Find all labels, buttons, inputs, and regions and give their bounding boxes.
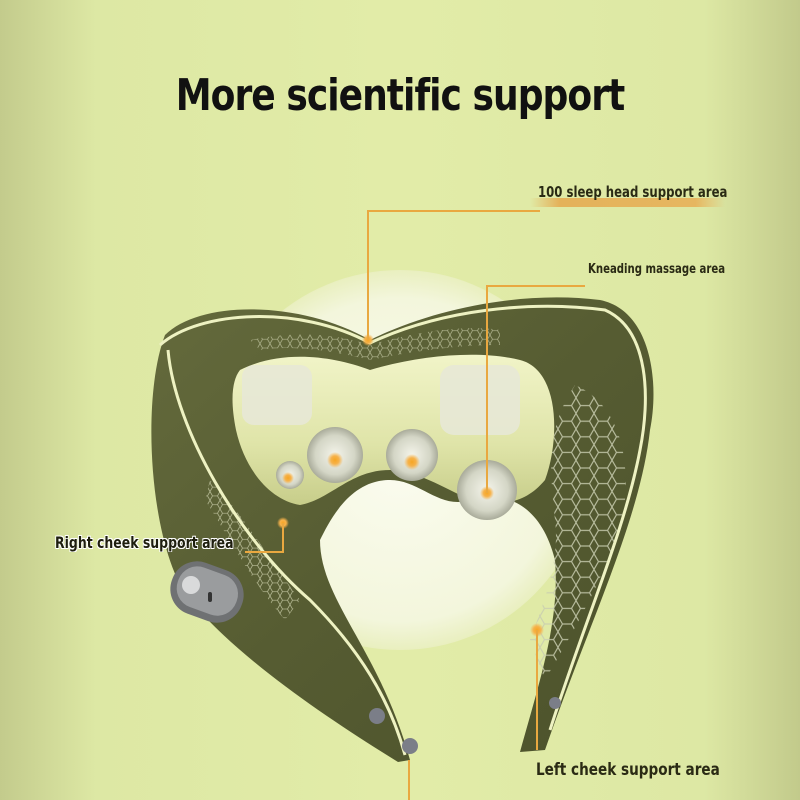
page-title: More scientific support bbox=[175, 70, 626, 121]
callout-kneading: Kneading massage area bbox=[588, 262, 726, 277]
massage-node-icon bbox=[282, 472, 294, 484]
callout-left-cheek: Left cheek support area bbox=[536, 760, 720, 780]
massage-motor-left bbox=[242, 365, 363, 489]
hex-mesh-right bbox=[530, 385, 626, 680]
hex-mesh-top bbox=[250, 328, 500, 360]
massage-node-icon bbox=[404, 454, 420, 470]
callout-lines bbox=[245, 210, 585, 800]
callout-right-cheek: Right cheek support area bbox=[55, 533, 234, 552]
snap-button bbox=[369, 708, 385, 724]
power-button-icon[interactable] bbox=[163, 554, 251, 630]
callout-highlight-bar bbox=[530, 198, 725, 207]
callout-head-support: 100 sleep head support area bbox=[538, 183, 728, 201]
pillow-trim-left bbox=[166, 349, 407, 756]
snap-button bbox=[402, 738, 418, 754]
snap-button bbox=[549, 697, 561, 709]
hex-mesh-left bbox=[205, 480, 300, 620]
massage-node-icon bbox=[327, 452, 343, 468]
pillow-trim-top bbox=[159, 304, 647, 731]
